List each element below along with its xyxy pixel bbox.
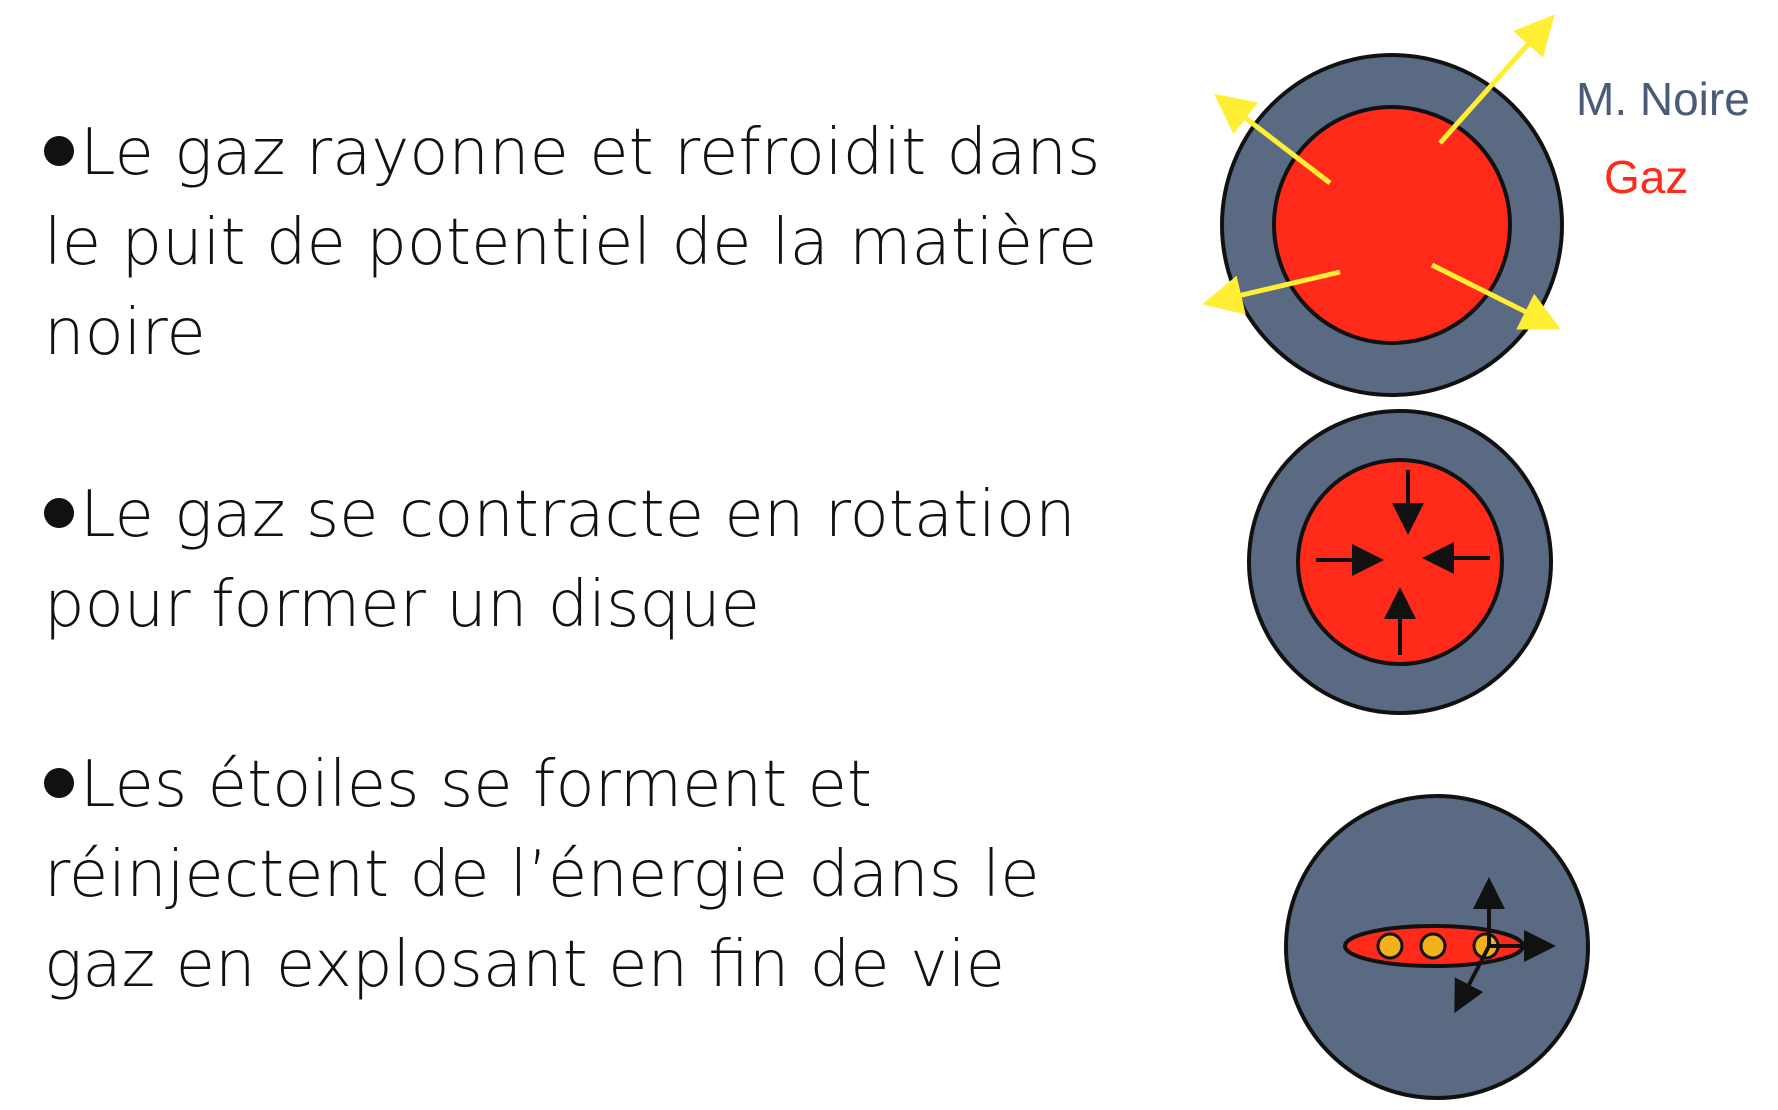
- star: [1376, 932, 1404, 960]
- feedback-arrow: [1454, 945, 1491, 1014]
- bullet-line: gaz en explosant en fin de vie: [44, 928, 1005, 1002]
- bullet-line: le puit de potentiel de la matière: [44, 206, 1098, 280]
- radiation-arrow: [1202, 269, 1341, 315]
- bullet-dot-icon: [44, 497, 74, 528]
- bullet-cooling: Le gaz rayonne et refroidit dans le puit…: [44, 108, 1124, 378]
- bullet-star-formation: Les étoiles se forment et réinjectent de…: [44, 740, 1124, 1010]
- gas-cloud: [1272, 105, 1512, 345]
- bullet-line: pour former un disque: [44, 568, 761, 642]
- radiation-arrow: [1430, 262, 1561, 330]
- bullet-dot-icon: [44, 135, 74, 166]
- radiation-arrow: [1438, 14, 1555, 145]
- legend-gas: Gaz: [1604, 151, 1689, 203]
- stage-cooling: [1202, 14, 1564, 397]
- bullet-line: réinjectent de l’énergie dans le: [44, 838, 1040, 912]
- bullet-dot-icon: [44, 767, 74, 798]
- radiation-arrow: [1214, 93, 1332, 185]
- bullet-line: Les étoiles se forment et: [80, 748, 872, 822]
- bullet-contraction: Le gaz se contracte en rotation pour for…: [44, 470, 1124, 650]
- stage-star-formation: [1284, 794, 1590, 1100]
- bullet-line: noire: [44, 296, 206, 370]
- legend-dark-matter: M. Noire: [1576, 73, 1750, 125]
- bullet-line: Le gaz se contracte en rotation: [80, 478, 1076, 552]
- stage-contraction: [1247, 409, 1553, 715]
- gas-cloud: [1296, 458, 1504, 666]
- bullet-line: Le gaz rayonne et refroidit dans: [80, 116, 1101, 190]
- star: [1419, 932, 1447, 960]
